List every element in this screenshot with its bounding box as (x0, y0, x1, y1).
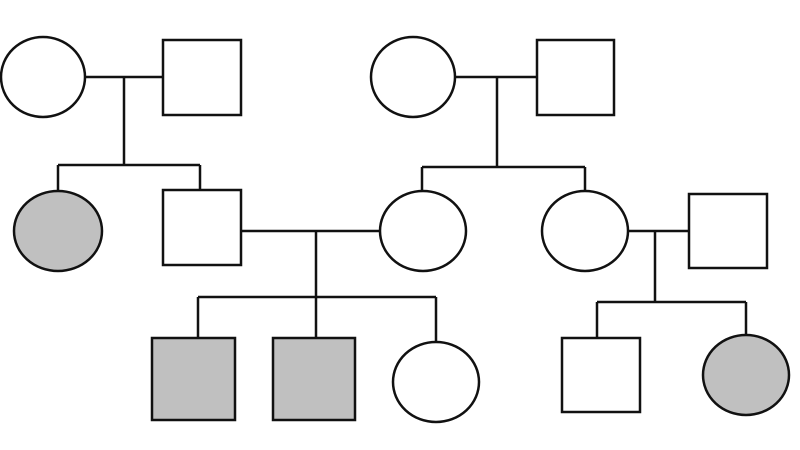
descent-line (56, 77, 202, 191)
male-symbol (161, 188, 243, 267)
descent-line (420, 77, 587, 191)
affected-male-symbol (271, 336, 357, 422)
affected-female-symbol (12, 189, 104, 273)
male-symbol (161, 38, 243, 117)
male-symbol (535, 38, 616, 117)
male-symbol (687, 192, 769, 270)
affected-female-symbol (701, 333, 791, 417)
individuals (0, 35, 791, 424)
female-symbol (378, 189, 468, 273)
female-symbol (540, 189, 630, 273)
female-symbol (0, 35, 87, 119)
relationship-lines (56, 75, 748, 342)
descent-line (595, 231, 748, 338)
female-symbol (369, 35, 457, 119)
descent-line (196, 231, 438, 342)
affected-male-symbol (150, 336, 237, 422)
female-symbol (391, 340, 481, 424)
male-symbol (560, 336, 642, 414)
